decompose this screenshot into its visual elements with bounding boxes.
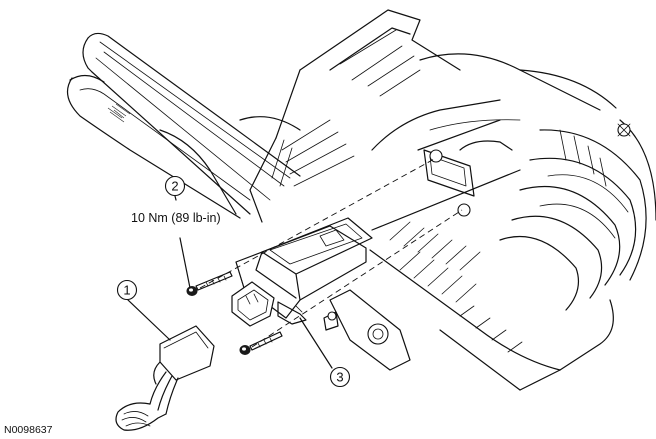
steering-column-shaft — [66, 32, 301, 219]
callout-2-number: 2 — [171, 179, 178, 194]
alignment-lines — [199, 157, 463, 348]
figure-id: N0098637 — [4, 424, 53, 436]
column-housing — [249, 9, 601, 391]
screw-lower — [239, 331, 283, 355]
screw-upper — [186, 271, 233, 296]
torque-spec: 10 Nm (89 lb-in) — [131, 211, 221, 225]
callout-1-number: 1 — [123, 283, 130, 298]
callout-2: 2 10 Nm (89 lb-in) — [131, 175, 221, 225]
callout-1: 1 — [116, 279, 138, 301]
column-boot — [459, 69, 656, 371]
connector-module — [231, 217, 373, 327]
callout-leaders — [126, 195, 333, 369]
wiring-harness-connector — [115, 325, 215, 431]
callout-3-number: 3 — [336, 370, 343, 385]
callout-3: 3 — [329, 366, 351, 388]
